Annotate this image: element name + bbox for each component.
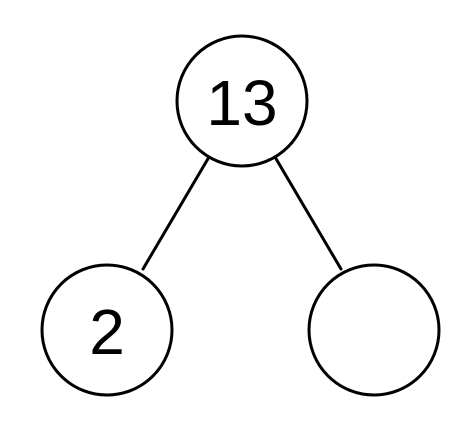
left-node: 2	[40, 263, 174, 397]
right-node	[307, 263, 441, 397]
right-node-circle	[307, 263, 441, 397]
left-node-label: 2	[89, 296, 125, 368]
top-node-circle	[175, 34, 309, 168]
edge-top-right	[273, 155, 343, 271]
top-node-label: 13	[206, 67, 277, 139]
edge-top-left	[141, 155, 211, 271]
top-node: 13	[175, 34, 309, 168]
left-node-circle	[40, 263, 174, 397]
